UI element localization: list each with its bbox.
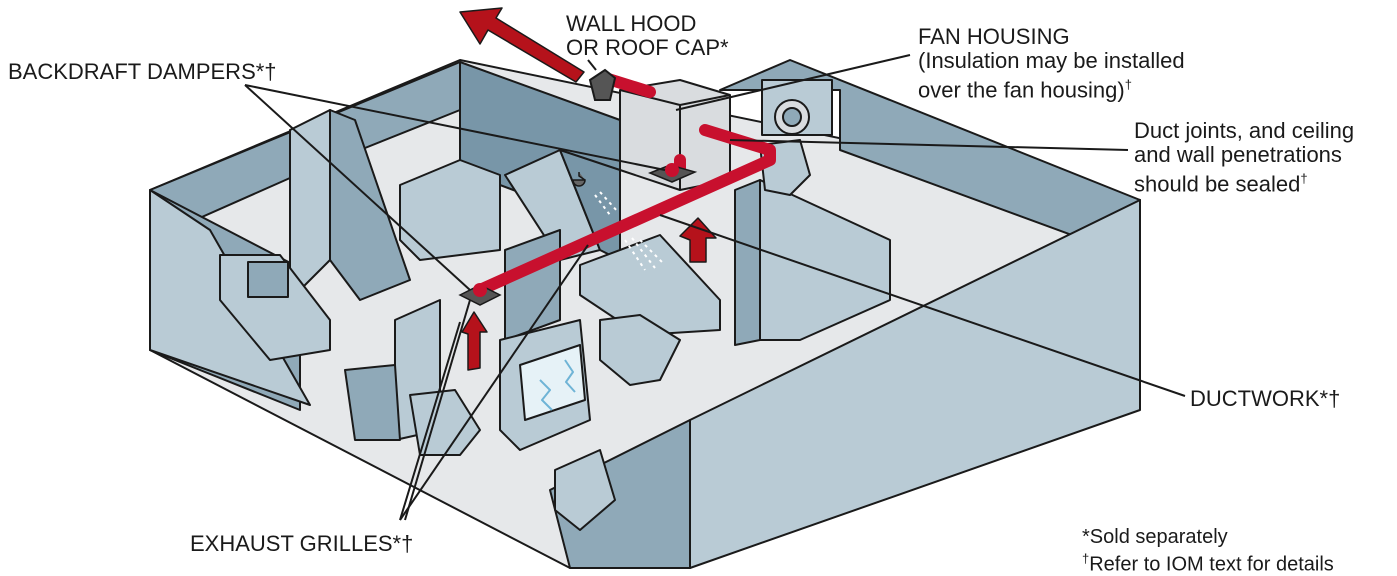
sink: [409, 389, 481, 456]
sofa: [399, 159, 501, 261]
bathtub: [579, 234, 721, 336]
fan-housing-label: FAN HOUSING (Insulation may be installed…: [918, 25, 1185, 102]
shower-head-icon: [572, 172, 586, 187]
footnote-iom-text: Refer to IOM text for details: [1089, 553, 1334, 576]
airflow-up-arrow-right-icon: [679, 217, 717, 263]
footnote-sold-separately: *Sold separately: [1082, 526, 1228, 548]
damper-right: [665, 163, 679, 177]
ductwork-label: DUCTWORK*†: [1190, 386, 1341, 411]
duct-joints-mark: †: [1300, 171, 1308, 186]
partition-left-face: [329, 109, 411, 301]
armchair: [554, 449, 616, 531]
partition-right: [759, 179, 891, 341]
tv-glare-icon-2: [564, 359, 576, 393]
wall-hood-label-line2: OR ROOF CAP*: [566, 35, 729, 60]
tv-glare-icon: [539, 379, 553, 411]
toilet: [599, 314, 681, 386]
leader-damper-left: [244, 84, 471, 291]
duct-joints-label: Duct joints, and ceiling and wall penetr…: [1134, 119, 1354, 196]
front-wall-edge: [549, 419, 691, 569]
tv-screen: [519, 344, 586, 421]
footnote-iom-mark: †: [1082, 551, 1090, 566]
airflow-up-arrow-left-icon: [461, 311, 488, 371]
leader-wall-hood: [587, 59, 597, 71]
duct-joints-line1: Duct joints, and ceiling: [1134, 118, 1355, 143]
footnotes: *Sold separately †Refer to IOM text for …: [1082, 526, 1334, 576]
leader-fan-housing: [675, 54, 911, 111]
duct-joints-line2: and wall penetrations: [1134, 142, 1342, 167]
water-spray-icon: [594, 191, 663, 271]
leader-ductwork: [659, 214, 1186, 397]
leader-grille-right: [399, 244, 589, 521]
fan-housing-title: FAN HOUSING: [918, 24, 1070, 49]
leader-damper-right: [244, 84, 666, 171]
partition-front-inner: [504, 229, 561, 341]
wall-hood-label: WALL HOOD OR ROOF CAP*: [566, 12, 729, 60]
fan-housing-note-line2: over the fan housing): [918, 77, 1125, 103]
backdraft-dampers-label: BACKDRAFT DAMPERS*†: [8, 59, 277, 84]
counter: [344, 364, 401, 441]
leader-grille-center: [404, 299, 471, 521]
wall-hood-label-line1: WALL HOOD: [566, 11, 697, 36]
duct-joints-line3: should be sealed: [1134, 171, 1301, 197]
partition-bath: [734, 179, 761, 346]
side-table-left: [247, 261, 289, 298]
wall-fan-hub-icon: [782, 107, 802, 127]
damper-left: [473, 283, 487, 297]
leader-duct-joints: [729, 139, 1129, 151]
exhaust-out-arrow-icon: [459, 7, 585, 83]
fan-housing-mark: †: [1124, 77, 1132, 92]
fan-housing-note-line1: (Insulation may be installed: [918, 48, 1185, 73]
exhaust-grilles-label: EXHAUST GRILLES*†: [190, 531, 414, 556]
leader-grille-left: [399, 321, 461, 521]
wall-hood: [588, 68, 617, 101]
